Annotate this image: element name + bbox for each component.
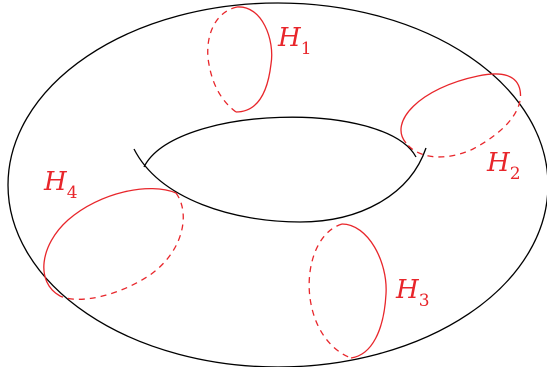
handle-loop-h1 xyxy=(207,6,273,113)
torus-outer-outline xyxy=(7,2,547,367)
label-h2: H2 xyxy=(486,148,521,184)
label-h3: H3 xyxy=(395,275,430,311)
torus-hole-top-edge xyxy=(143,116,417,168)
label-h1: H1 xyxy=(277,23,312,59)
torus-hole-bottom-edge xyxy=(133,147,427,223)
handle-loop-h4 xyxy=(43,187,184,300)
label-h4: H4 xyxy=(43,167,78,203)
handle-loop-h2 xyxy=(400,73,522,158)
handle-loop-h3 xyxy=(308,223,387,359)
